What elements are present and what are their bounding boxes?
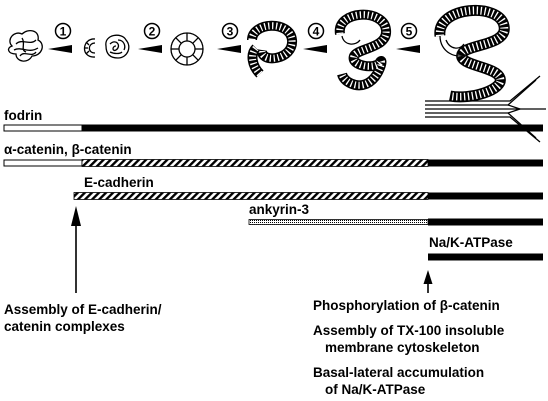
annotation-line: of Na/K-ATPase: [325, 382, 426, 397]
track-fodrin: fodrin: [3, 108, 543, 132]
annotation-line: membrane cytoskeleton: [325, 340, 480, 355]
annotation-phosphorylation: Phosphorylation of β-catenin: [313, 298, 500, 313]
track-bar-low: [3, 159, 83, 167]
stage-number-badge: [143, 22, 161, 40]
track-e-cadherin: E-cadherin: [73, 175, 543, 200]
track-label-ankyrin-3: ankyrin-3: [249, 202, 310, 217]
annotation-line: Assembly of E-cadherin/: [4, 302, 162, 317]
track-na-k-atpase: Na/K-ATPase: [428, 235, 543, 261]
arrow-right-icon: [138, 45, 162, 53]
arrow-right-icon: [48, 45, 72, 53]
annotation-phos-prefix: Phosphorylation of: [313, 298, 440, 313]
stage-number: 2: [149, 25, 156, 39]
arrow-up-icon: [423, 270, 433, 284]
annotation-line: catenin complexes: [4, 319, 125, 334]
track-label-na-k-atpase: Na/K-ATPase: [429, 235, 513, 250]
stage-1: 1: [48, 22, 72, 53]
nephron-with-ureteric-bud-icon: [425, 4, 546, 143]
arrow-right-icon: [217, 45, 241, 53]
track-bar-low: [3, 124, 83, 132]
stage-5: 5: [396, 22, 420, 53]
s-shaped-body-icon: [334, 9, 391, 91]
stage-number-badge: [307, 22, 325, 40]
stage-3: 3: [217, 22, 241, 53]
track-bar-high: [82, 124, 543, 132]
arrow-right-icon: [303, 45, 327, 53]
alpha-catenin-label: α-catenin,: [4, 142, 72, 157]
event-arrow-right: [423, 270, 433, 293]
track-catenin: α-catenin, β-catenin: [3, 142, 543, 167]
annotation-ecadherin-assembly: Assembly of E-cadherin/ catenin complexe…: [4, 302, 162, 334]
annotation-phos-beta: β-catenin: [440, 298, 500, 313]
track-bar-low: [248, 219, 429, 225]
stage-number: 5: [406, 25, 413, 39]
stage-sequence: 1 2: [7, 4, 546, 143]
track-bar-high: [428, 218, 543, 226]
track-bar-medium: [73, 192, 429, 200]
track-bar-high: [428, 253, 543, 261]
stage-number: 1: [60, 25, 67, 39]
stage-2: 2: [138, 22, 162, 53]
track-label-fodrin: fodrin: [4, 108, 42, 123]
pretubular-aggregate-icon: [105, 34, 130, 59]
stage-number: 3: [227, 25, 234, 39]
annotation-line: Assembly of TX-100 insoluble: [313, 323, 505, 338]
renal-vesicle-icon: [170, 32, 204, 66]
track-bar-high: [428, 192, 543, 200]
track-bar-high: [428, 159, 543, 167]
track-ankyrin-3: ankyrin-3: [248, 202, 543, 226]
track-bar-medium: [81, 159, 429, 167]
stage-number-badge: [54, 22, 72, 40]
annotation-late-events: Phosphorylation of β-catenin Assembly of…: [313, 298, 505, 397]
track-label-catenin: α-catenin, β-catenin: [4, 142, 132, 157]
comma-shaped-body-icon: [247, 20, 297, 78]
condensate-icon: [83, 38, 96, 58]
event-arrow-left: [71, 206, 81, 293]
beta-catenin-label: β-catenin: [72, 142, 132, 157]
stage-number-badge: [221, 22, 239, 40]
stage-number: 4: [313, 25, 320, 39]
stage-4: 4: [303, 22, 327, 53]
arrow-right-icon: [396, 45, 420, 53]
mesenchyme-cells-icon: [7, 29, 43, 62]
annotation-line: Basal-lateral accumulation: [313, 365, 484, 380]
stage-number-badge: [400, 22, 418, 40]
arrow-up-icon: [71, 206, 81, 226]
track-label-e-cadherin: E-cadherin: [84, 175, 154, 190]
